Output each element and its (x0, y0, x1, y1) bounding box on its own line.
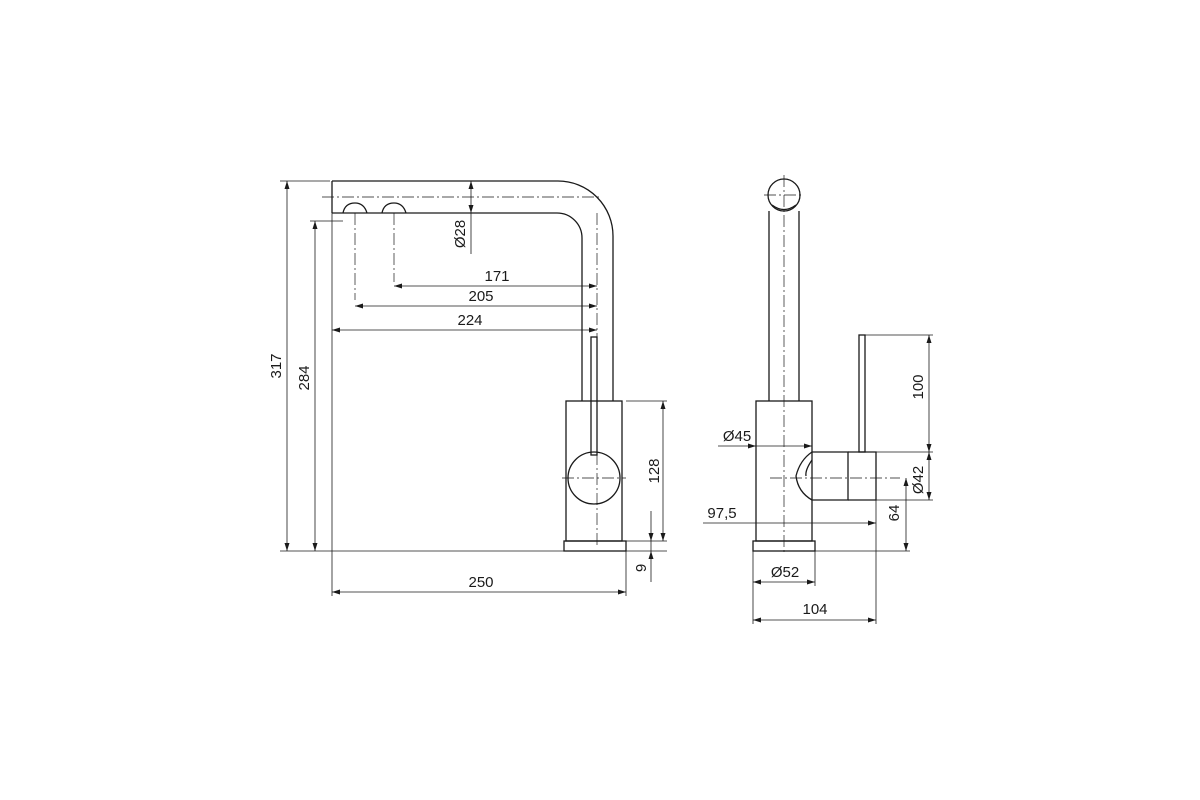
front-centerlines (322, 196, 626, 545)
side-dimension-lines (703, 335, 930, 621)
front-extension-lines (280, 180, 667, 596)
dim-label-128: 128 (646, 458, 663, 483)
dim-label-diameter-45: Ø45 (723, 428, 751, 445)
front-faucet-outline (331, 180, 627, 552)
side-centerlines (764, 175, 900, 555)
front-dimension-lines (286, 181, 664, 593)
dim-label-205: 205 (468, 288, 493, 305)
side-extension-lines (752, 334, 933, 624)
front-arrowheads (284, 181, 666, 595)
side-view: 100 Ø45 Ø42 97,5 64 Ø52 104 (703, 175, 933, 624)
dim-label-284: 284 (296, 365, 313, 390)
dim-label-224: 224 (457, 312, 482, 329)
dim-label-diameter-42: Ø42 (910, 466, 927, 494)
dim-label-97-5: 97,5 (707, 505, 736, 522)
dim-label-9: 9 (633, 564, 650, 572)
dim-label-64: 64 (886, 505, 903, 522)
dim-label-diameter-28: Ø28 (452, 220, 469, 248)
dim-label-100: 100 (910, 374, 927, 399)
side-faucet-outline (752, 178, 877, 552)
dim-label-104: 104 (802, 601, 827, 618)
dim-label-250: 250 (468, 574, 493, 591)
side-arrowheads (748, 335, 932, 623)
dim-label-171: 171 (484, 268, 509, 285)
dim-label-317: 317 (268, 353, 285, 378)
front-view: 317 284 Ø28 171 205 224 128 9 250 (268, 180, 667, 596)
dim-label-diameter-52: Ø52 (771, 564, 799, 581)
